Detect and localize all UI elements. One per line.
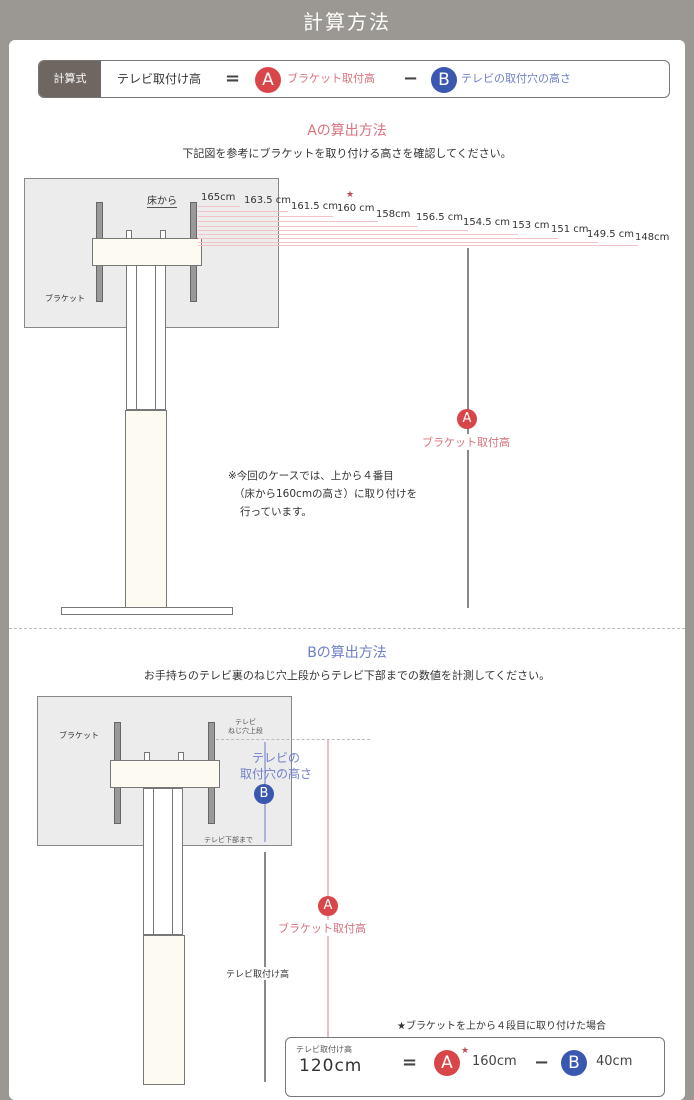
section-b-title: Bの算出方法 [307,645,387,661]
a-badge-icon: A [318,895,338,916]
stand-base-a [61,607,233,615]
result-a-value: 160cm [472,1054,517,1069]
formula-a-label: ブラケット取付高 [287,72,375,85]
bracket-height-label-b: ブラケット取付高 [278,920,366,936]
bracket-height-label-a: ブラケット取付高 [422,434,510,450]
b-badge-icon: B [561,1050,587,1076]
tv-bottom-label: テレビ下部まで [204,836,253,844]
floor-label: 床から [147,192,177,208]
star-note: ★ブラケットを上から４段目に取り付けた場合 [397,1021,606,1032]
result-b-value: 40cm [596,1054,633,1069]
star-icon: ★ [461,1046,470,1056]
b-badge-icon: B [254,783,274,804]
section-a-title: Aの算出方法 [307,123,387,139]
wall-mount-a [92,238,202,266]
stand-upper-pole-a [126,265,166,410]
wall-mount-b [110,760,220,788]
formula-tag: 計算式 [39,61,101,97]
result-box: テレビ取付け高 120cm = A ★ 160cm − B 40cm [285,1037,665,1097]
bracket-height-line-b [327,740,329,1040]
stand-lower-pole-b [143,935,185,1085]
a-badge-icon: A [457,408,477,429]
formula-b-label: テレビの取付穴の高さ [461,72,571,85]
note-text: ※今回のケースでは、上から４番目 （床から160cmの高さ）に取り付けを 行って… [228,470,418,518]
stand-upper-pole-b [143,788,183,935]
formula-bar: 計算式 テレビ取付け高 = A ブラケット取付高 − B テレビの取付穴の高さ [38,60,670,98]
stand-lower-pole-a [125,410,167,610]
tv-hole-height-label: テレビの 取付穴の高さ [240,751,313,781]
section-b-subtitle: お手持ちのテレビ裏のねじ穴上段からテレビ下部までの数値を計測してください。 [143,669,551,682]
formula-equals: = [225,68,241,89]
a-badge-icon: A [434,1050,460,1076]
section-a-subtitle: 下記図を参考にブラケットを取り付ける高さを確認してください。 [182,147,512,160]
result-value: 120cm [299,1056,363,1076]
page-title: 計算方法 [303,10,391,34]
star-icon: ★ [346,190,355,200]
b-badge-icon: B [431,66,457,93]
bracket-label-a: ブラケット [45,294,85,303]
formula-lhs: テレビ取付け高 [117,72,202,86]
a-badge-icon: A [255,66,281,93]
bracket-label-b: ブラケット [59,731,99,740]
tv-top-hole-label: テレビ ねじ穴上段 [228,718,263,735]
result-minus: − [534,1052,550,1073]
result-label: テレビ取付け高 [296,1045,352,1054]
tv-height-label: テレビ取付け高 [226,967,290,980]
result-equals: = [402,1052,418,1073]
section-divider [9,628,685,629]
formula-minus: − [403,68,419,89]
